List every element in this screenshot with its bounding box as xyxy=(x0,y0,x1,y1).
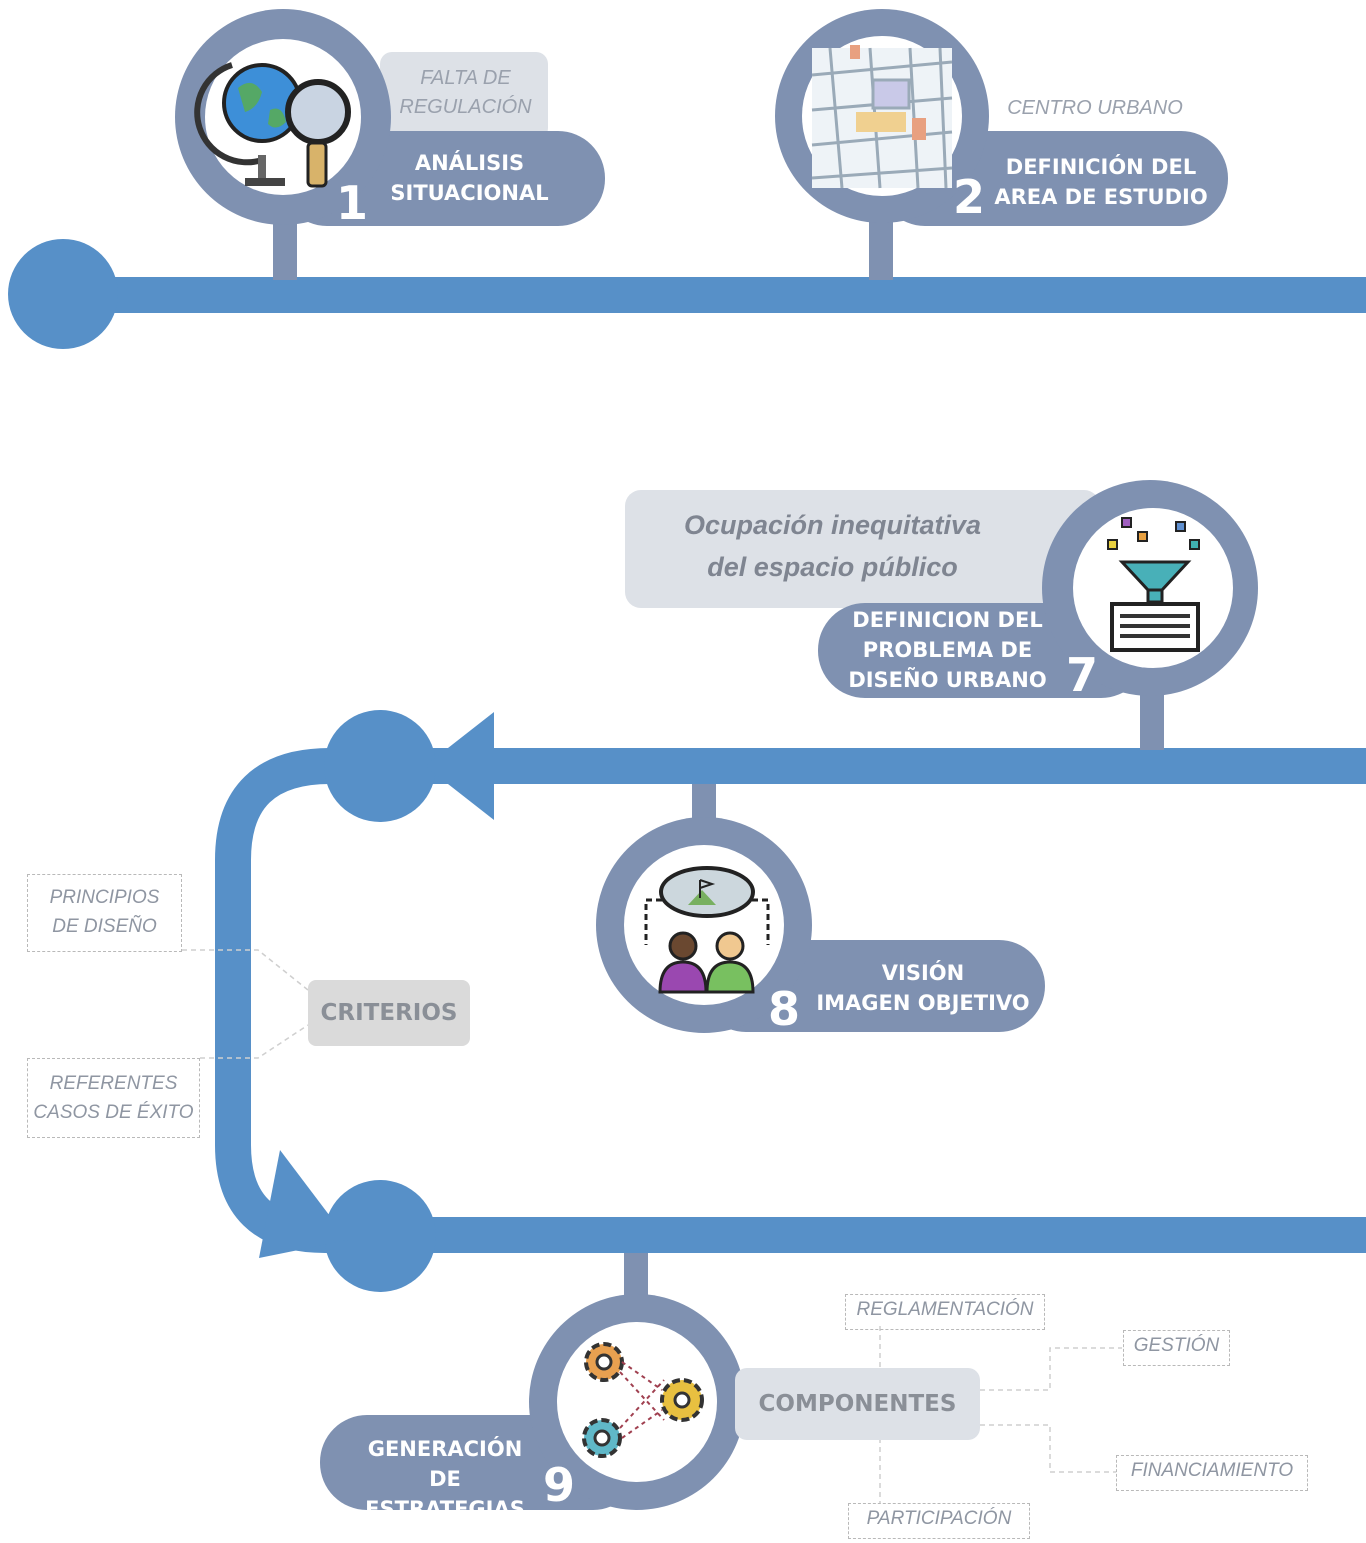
loop-node-bottom xyxy=(324,1180,436,1292)
step-7-badge xyxy=(625,480,1258,750)
componente-participacion: PARTICIPACIÓN xyxy=(848,1503,1030,1539)
step-1-title: ANÁLISIS SITUACIONAL xyxy=(390,151,549,205)
city-map-icon xyxy=(811,45,953,189)
timeline-start-node xyxy=(8,239,118,349)
step-2-note: CENTRO URBANO xyxy=(1007,97,1183,119)
step-9-number: 9 xyxy=(543,1458,576,1512)
step-1-number: 1 xyxy=(336,176,369,230)
shared-vision-icon xyxy=(644,866,770,994)
step-2-badge xyxy=(775,9,1228,280)
timeline-top xyxy=(8,239,1366,349)
timeline-loop xyxy=(215,710,1366,1292)
problem-statement: Ocupación inequitativa del espacio públi… xyxy=(683,510,982,582)
criterios-connectors xyxy=(182,949,309,1059)
arrow-left-icon xyxy=(425,712,494,820)
arrow-right-icon xyxy=(259,1150,348,1258)
step-2-number: 2 xyxy=(953,170,986,224)
step-9-badge xyxy=(320,1253,745,1510)
step-8-number: 8 xyxy=(768,982,801,1036)
componente-gestion: GESTIÓN xyxy=(1123,1330,1230,1366)
criterio-referentes: REFERENTES CASOS DE ÉXITO xyxy=(27,1058,200,1138)
step-9-title: GENERACIÓN DE ESTRATEGIAS xyxy=(365,1437,525,1521)
componente-reglamentacion: REGLAMENTACIÓN xyxy=(845,1294,1045,1330)
gears-icon xyxy=(582,1342,704,1458)
step-7-title: DEFINICION DEL PROBLEMA DE DISEÑO URBANO xyxy=(848,608,1047,692)
step-2-title: DEFINICIÓN DEL AREA DE ESTUDIO xyxy=(994,155,1208,209)
step-1-note: FALTA DE REGULACIÓN xyxy=(399,67,532,118)
data-funnel-icon xyxy=(1107,517,1200,652)
componente-financiamiento: FINANCIAMIENTO xyxy=(1116,1455,1308,1491)
criterios-tag: CRITERIOS xyxy=(308,980,470,1046)
componentes-connectors xyxy=(879,1326,1122,1503)
loop-node-top xyxy=(324,710,436,822)
step-8-badge xyxy=(596,784,1045,1033)
globe-magnifier-icon xyxy=(194,62,351,188)
step-7-number: 7 xyxy=(1066,648,1099,702)
criterio-principios: PRINCIPIOS DE DISEÑO xyxy=(27,874,182,952)
step-1-badge xyxy=(175,9,605,280)
step-8-title: VISIÓN IMAGEN OBJETIVO xyxy=(816,961,1030,1015)
componentes-tag: COMPONENTES xyxy=(735,1368,980,1440)
